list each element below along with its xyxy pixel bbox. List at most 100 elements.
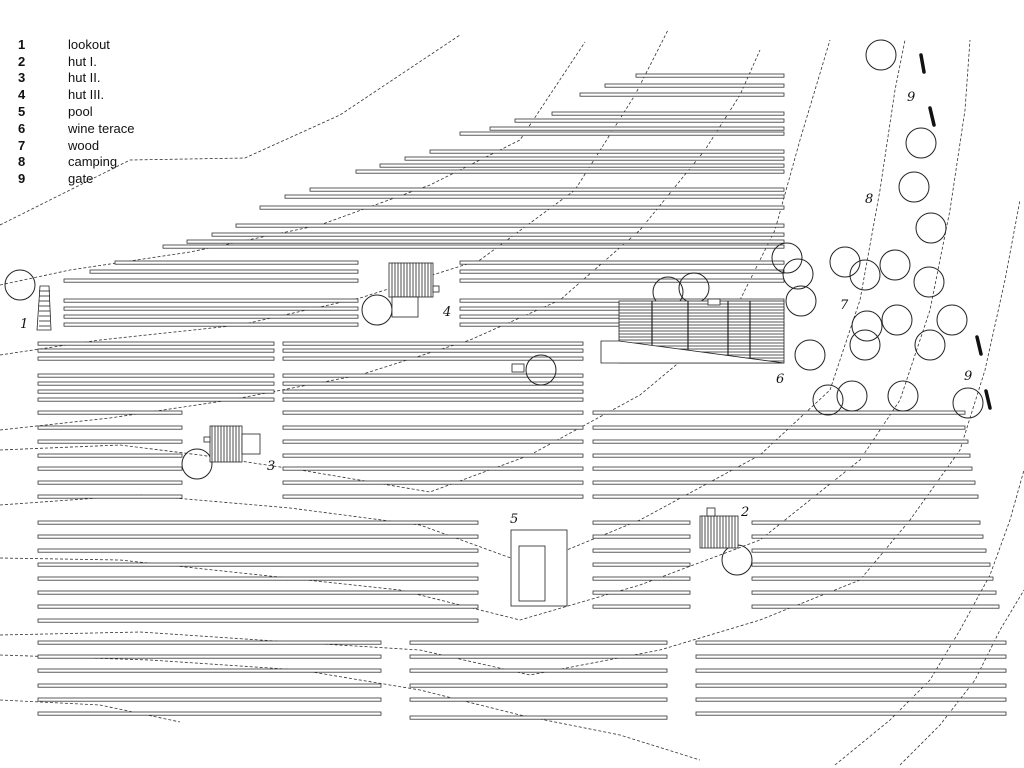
label-hut-2: 3 [267,459,276,474]
tree [865,39,897,71]
vineyard-row [282,480,584,485]
tree [181,448,213,480]
hut-3-chimney [432,285,440,293]
vineyard-row [284,194,785,199]
legend-label: wine terace [68,120,135,136]
vineyard-row [162,244,785,249]
vineyard-row [592,534,691,539]
tree [914,329,946,361]
hut-3-roof [388,262,434,298]
tree [849,259,881,291]
vineyard-row [551,111,785,116]
tree [525,354,557,386]
label-lookout: 1 [20,317,29,332]
vineyard-row [282,466,584,471]
tree [915,212,947,244]
gate-marks [919,53,992,410]
vineyard-row [592,480,976,485]
vineyard-row [751,562,991,567]
vineyard-row [404,156,785,161]
vineyard-row [114,260,359,265]
vineyard-row [592,604,691,609]
legend-label: wood [68,137,100,153]
label-gate-right: 9 [964,369,973,384]
vineyard-row [37,640,382,645]
contour-line [834,469,1024,766]
vineyard-row [63,322,359,327]
hut-2-deck [241,433,261,455]
vineyard-row [37,453,183,458]
vineyard-row [409,654,668,659]
vineyard-row [751,520,981,525]
contour-line [0,699,181,723]
vineyard-row [355,169,785,174]
legend-number: 4 [18,87,26,103]
vineyard-row [37,466,183,471]
legend-label: gate [68,171,94,187]
legend-number: 6 [18,120,26,136]
vineyard-row [37,381,275,386]
vineyard-row [695,697,1007,702]
vineyard-row [186,239,785,244]
contour-line [899,589,1024,766]
vineyard-row [63,298,359,303]
vineyard-row [579,92,785,97]
gate-mark [975,335,983,356]
lookout-tower [36,285,52,331]
tree [812,384,844,416]
buildings [36,262,785,607]
tree [836,380,868,412]
vineyard-row [37,534,479,539]
legend-label: camping [68,154,118,170]
tree [905,127,937,159]
vineyard-row [429,149,785,154]
vineyard-row [37,576,479,581]
vineyard-row [282,389,584,394]
vineyard-row [37,562,479,567]
vineyard-row [751,534,984,539]
contour-line [0,39,906,566]
vineyard-row [592,425,966,430]
wine-terrace-platform [600,340,785,364]
tree [898,171,930,203]
vineyard-row [282,410,584,415]
vineyard-row [489,126,785,131]
tree [678,272,710,304]
legend-label: hut I. [68,53,97,69]
vineyard-row [63,278,359,283]
vineyard-row [282,356,584,361]
legend-number: 7 [18,137,26,153]
vineyard-row [37,348,275,353]
tree [881,304,913,336]
vineyard-row [235,223,785,228]
vineyard-row [409,640,668,645]
vineyard-row [37,494,183,499]
vineyard-row [514,118,785,123]
vineyard-row [37,373,275,378]
vineyard-row [282,381,584,386]
vineyard-row [695,640,1007,645]
label-pool: 5 [510,512,519,527]
vineyard-row [37,356,275,361]
tree [936,304,968,336]
label-hut-1: 2 [741,505,750,520]
legend-number: 1 [18,36,26,52]
wine-terrace-vent [707,298,721,306]
vineyard-row [282,397,584,402]
vineyard-row [592,562,691,567]
legend-number: 2 [18,53,26,69]
vineyard-row [37,711,382,716]
vineyard-row [282,348,584,353]
vineyard-row [695,668,1007,673]
vineyard-row [211,232,785,237]
vineyard-row [592,494,979,499]
vineyard-row [592,410,966,415]
gate-mark [928,106,936,127]
